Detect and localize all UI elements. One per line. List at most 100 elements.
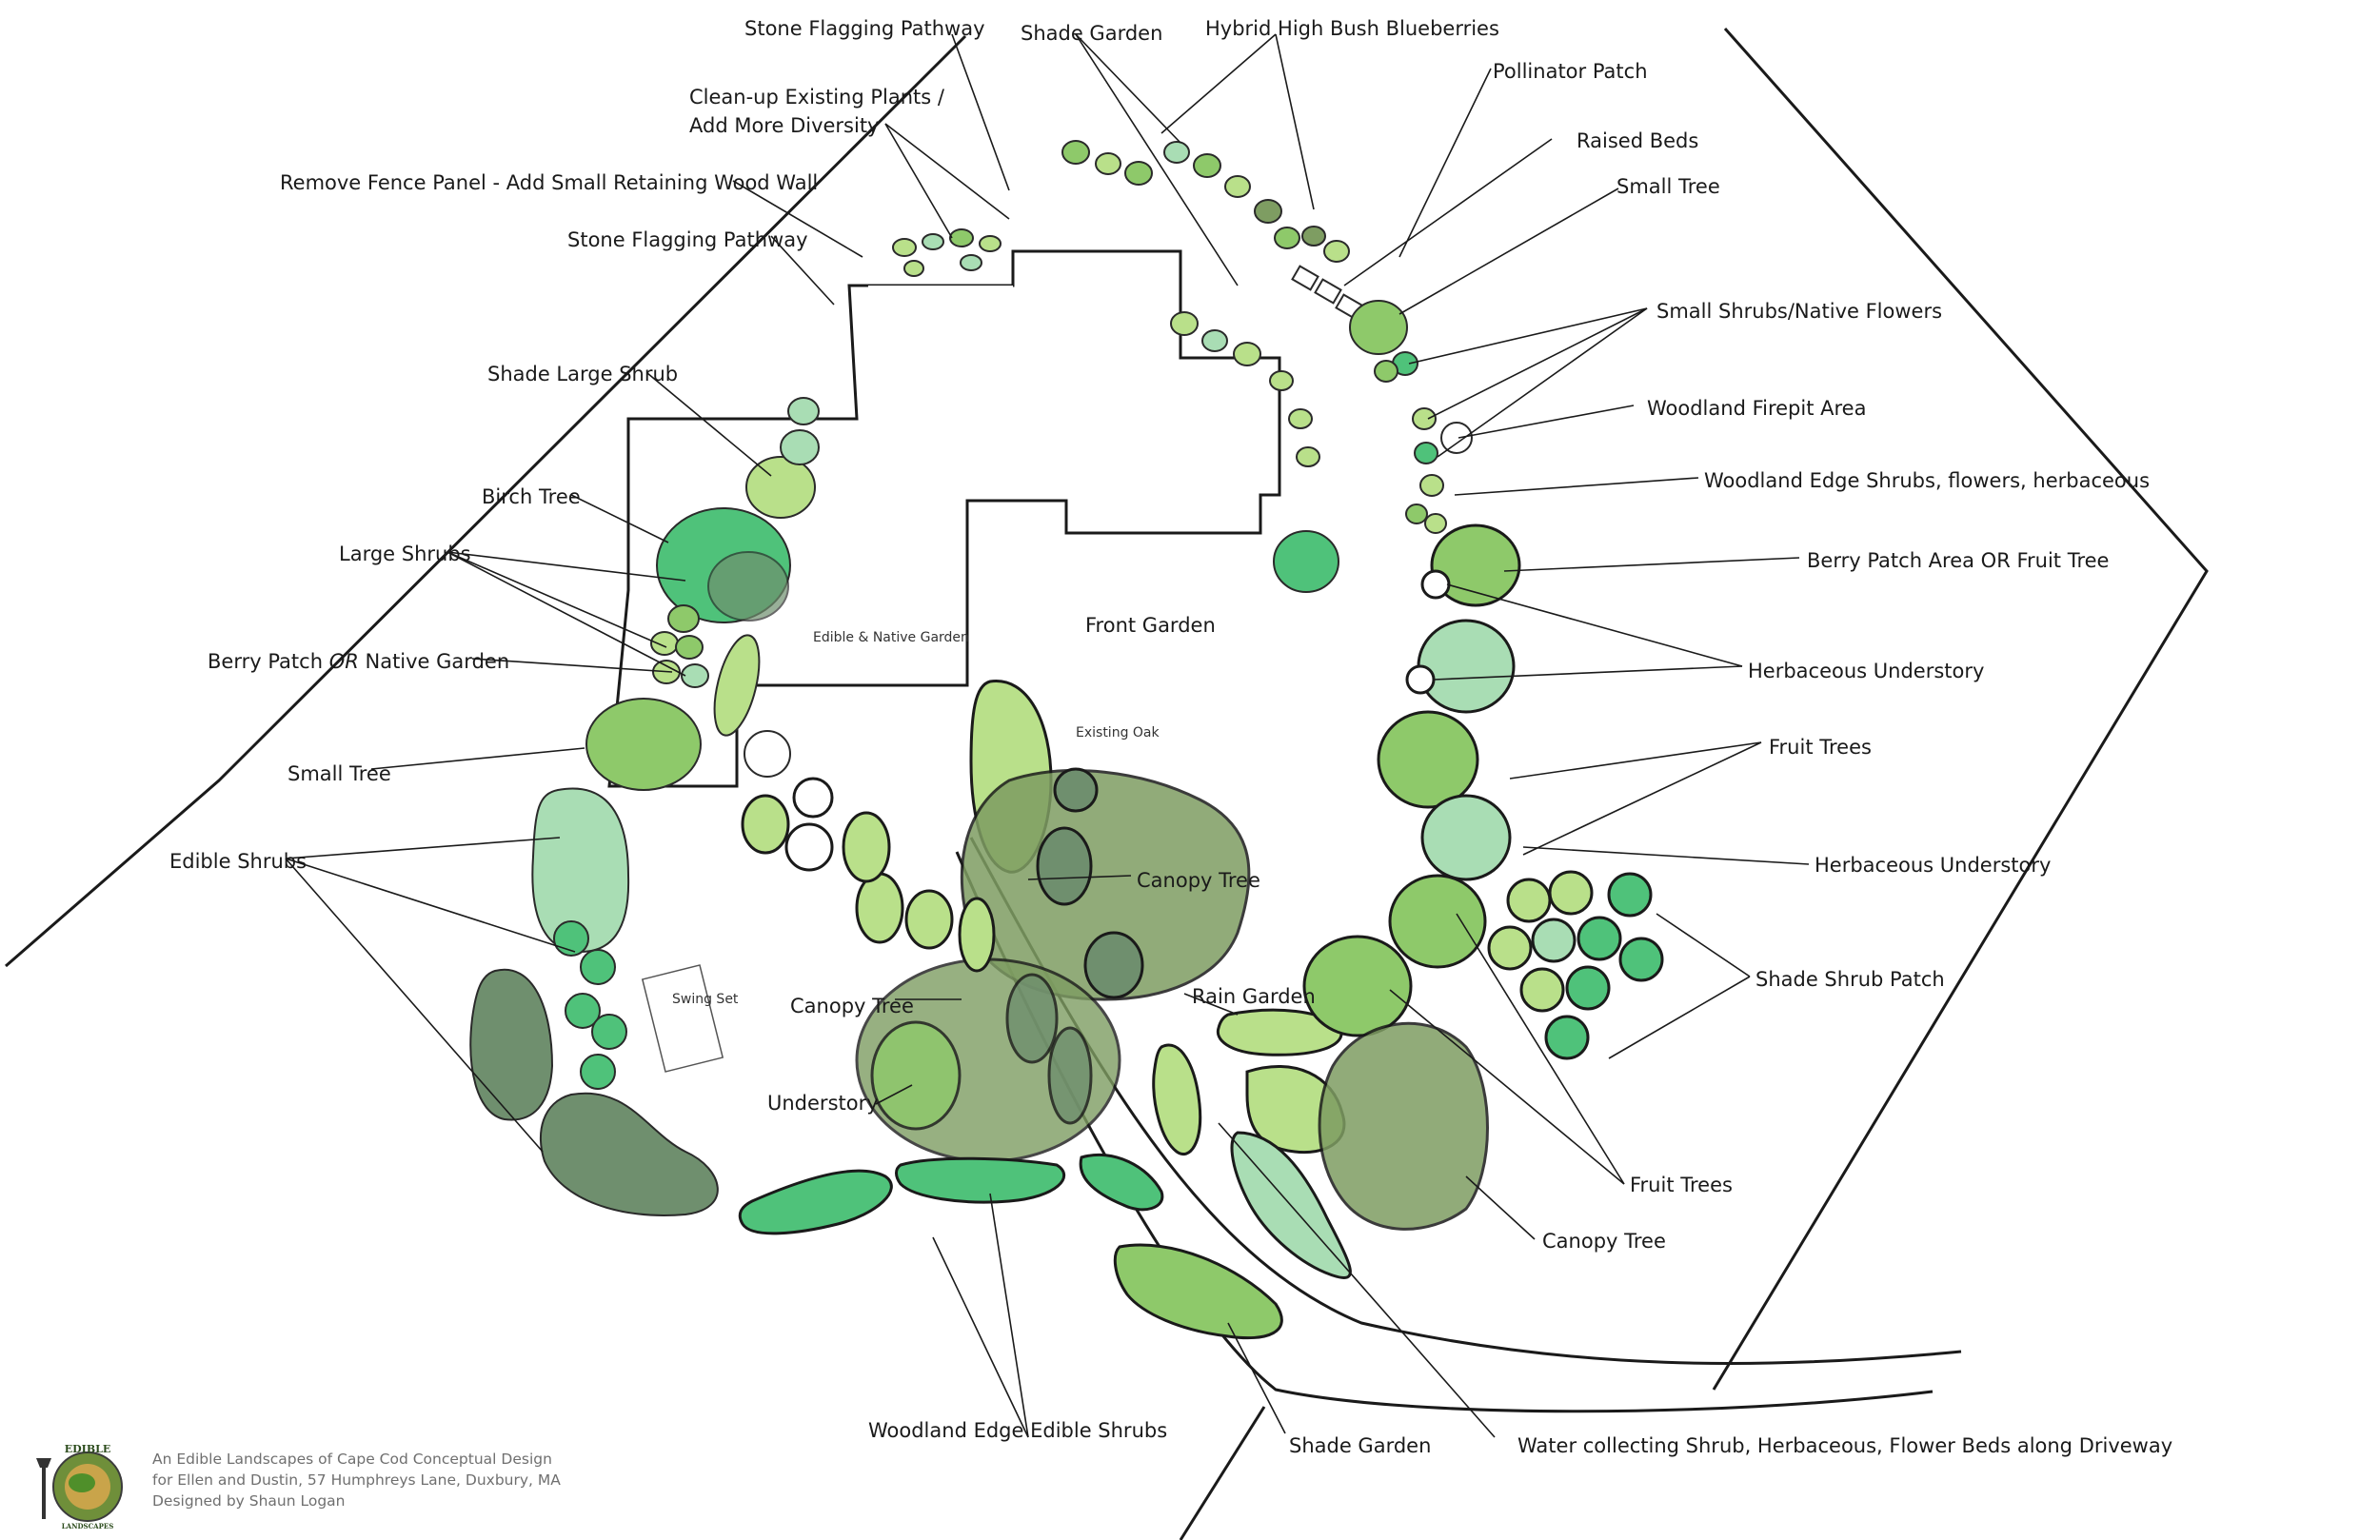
edible-shrub — [591, 1014, 627, 1050]
shrub — [780, 429, 820, 465]
house-inner-cutout — [861, 286, 1180, 430]
logo-text-top: EDIBLE — [65, 1443, 111, 1455]
edible-shrub-bed — [1079, 1153, 1164, 1212]
label-stone-flagging-pathway-top: Stone Flagging Pathway — [744, 17, 985, 40]
label-small-tree-left: Small Tree — [288, 762, 391, 785]
existing-plant — [979, 235, 1002, 252]
blueberry-shrub — [1061, 140, 1090, 165]
boundary-left-line — [5, 34, 967, 968]
label-small-tree-right: Small Tree — [1616, 175, 1720, 198]
label-small-shrubs-native-flowers: Small Shrubs/Native Flowers — [1656, 300, 1942, 323]
existing-tree — [792, 777, 834, 819]
large-shrub — [681, 663, 709, 688]
blueberry-shrub — [1254, 199, 1282, 224]
water-collecting-bed — [1152, 1043, 1202, 1155]
shade-large-shrub — [745, 456, 816, 519]
label-birch-tree: Birch Tree — [482, 485, 581, 508]
label-woodland-edge-edible-shrubs: Woodland Edge Edible Shrubs — [868, 1419, 1167, 1442]
label-herbaceous-understory-2: Herbaceous Understory — [1815, 854, 2051, 877]
small-tree — [585, 698, 702, 791]
label-berry-patch-or: OR — [329, 650, 359, 673]
label-front-garden: Front Garden — [1085, 614, 1216, 637]
pollinator-plant — [1296, 446, 1320, 467]
native-flower — [1424, 513, 1447, 534]
label-berry-patch-fruit-tree: Berry Patch Area OR Fruit Tree — [1807, 549, 2109, 572]
plantings-top — [1061, 140, 1473, 593]
label-hybrid-blueberries: Hybrid High Bush Blueberries — [1205, 17, 1499, 40]
existing-plant — [922, 233, 944, 250]
logo-tool-handle — [42, 1464, 46, 1519]
label-water-collecting: Water collecting Shrub, Herbaceous, Flow… — [1517, 1434, 2172, 1457]
native-flower — [1414, 442, 1438, 464]
label-berry-patch-pre: Berry Patch — [208, 650, 329, 673]
berry-patch-fruit-tree — [1430, 523, 1521, 607]
label-clean-up-line1: Clean-up Existing Plants / — [689, 86, 945, 109]
large-shrub — [650, 631, 679, 656]
understory — [870, 1020, 962, 1131]
label-canopy-tree-left: Canopy Tree — [790, 995, 914, 1017]
shade-garden-bottom — [1113, 1243, 1283, 1340]
logo-plant — [69, 1473, 95, 1492]
label-shade-large-shrub: Shade Large Shrub — [487, 363, 678, 385]
understory-shrub — [1036, 826, 1093, 906]
label-large-shrubs: Large Shrubs — [339, 543, 471, 565]
understory — [1047, 1026, 1093, 1125]
fruit-tree — [1417, 619, 1516, 714]
label-pollinator-patch: Pollinator Patch — [1493, 60, 1648, 83]
boundary-right-line — [1712, 28, 2209, 1391]
label-swing-set: Swing Set — [672, 992, 739, 1007]
plan-labels: Stone Flagging Pathway Shade Garden Hybr… — [169, 17, 2172, 1457]
edible-shrub-bed — [469, 968, 554, 1121]
existing-tree — [784, 822, 834, 872]
fruit-tree — [1302, 935, 1413, 1037]
shrub — [1273, 530, 1339, 593]
herbaceous-plant — [1420, 569, 1451, 600]
shade-shrub — [1548, 870, 1594, 916]
pollinator-plant — [1288, 408, 1313, 429]
native-flower — [1412, 407, 1437, 430]
label-stone-flagging-pathway-left: Stone Flagging Pathway — [567, 228, 808, 251]
small-tree — [1349, 300, 1408, 355]
understory-shrub — [1053, 767, 1099, 813]
label-remove-fence: Remove Fence Panel - Add Small Retaining… — [280, 171, 818, 194]
plantings-center — [741, 680, 1251, 1163]
edible-shrub — [565, 993, 601, 1029]
shade-shrub — [1544, 1015, 1590, 1060]
label-shade-shrub-patch: Shade Shrub Patch — [1755, 968, 1945, 991]
credit-line-1: An Edible Landscapes of Cape Cod Concept… — [152, 1451, 552, 1468]
birch-tree-inner — [707, 551, 789, 622]
pollinator-plant — [1233, 342, 1261, 366]
blueberry-shrub — [1163, 141, 1190, 164]
native-flower — [1419, 474, 1444, 497]
native-flower — [1405, 503, 1428, 524]
shrub — [787, 397, 820, 425]
swing-set — [641, 964, 724, 1073]
large-shrub — [675, 635, 704, 660]
shade-shrub — [1531, 918, 1577, 963]
existing-plant — [949, 228, 974, 247]
shade-shrub — [1487, 925, 1533, 971]
edible-shrub-bed — [895, 1156, 1066, 1204]
label-fruit-trees-2: Fruit Trees — [1630, 1174, 1733, 1196]
label-shade-garden-bottom: Shade Garden — [1289, 1434, 1431, 1457]
label-berry-patch-post: Native Garden — [359, 650, 509, 673]
shrub — [958, 897, 996, 973]
understory-shrub — [1083, 931, 1144, 999]
label-woodland-firepit: Woodland Firepit Area — [1647, 397, 1866, 420]
label-clean-up-line2: Add More Diversity — [689, 114, 880, 137]
label-shade-garden-top: Shade Garden — [1021, 22, 1162, 45]
raised-bed — [1314, 278, 1342, 305]
plantings-right — [1302, 523, 1664, 1231]
edible-shrub-bed — [738, 1169, 893, 1235]
berry-patch — [713, 634, 761, 737]
shade-shrub — [1519, 967, 1565, 1013]
blueberry-shrub — [1224, 175, 1251, 198]
shade-shrub — [1577, 916, 1622, 961]
property-boundary — [5, 28, 2209, 1540]
shade-shrub — [1607, 872, 1653, 918]
edible-landscapes-logo: EDIBLE LANDSCAPES — [34, 1435, 129, 1530]
blueberry-shrub — [1274, 227, 1300, 249]
credit-line-2: for Ellen and Dustin, 57 Humphreys Lane,… — [152, 1471, 561, 1489]
label-canopy-tree-right: Canopy Tree — [1542, 1230, 1666, 1253]
